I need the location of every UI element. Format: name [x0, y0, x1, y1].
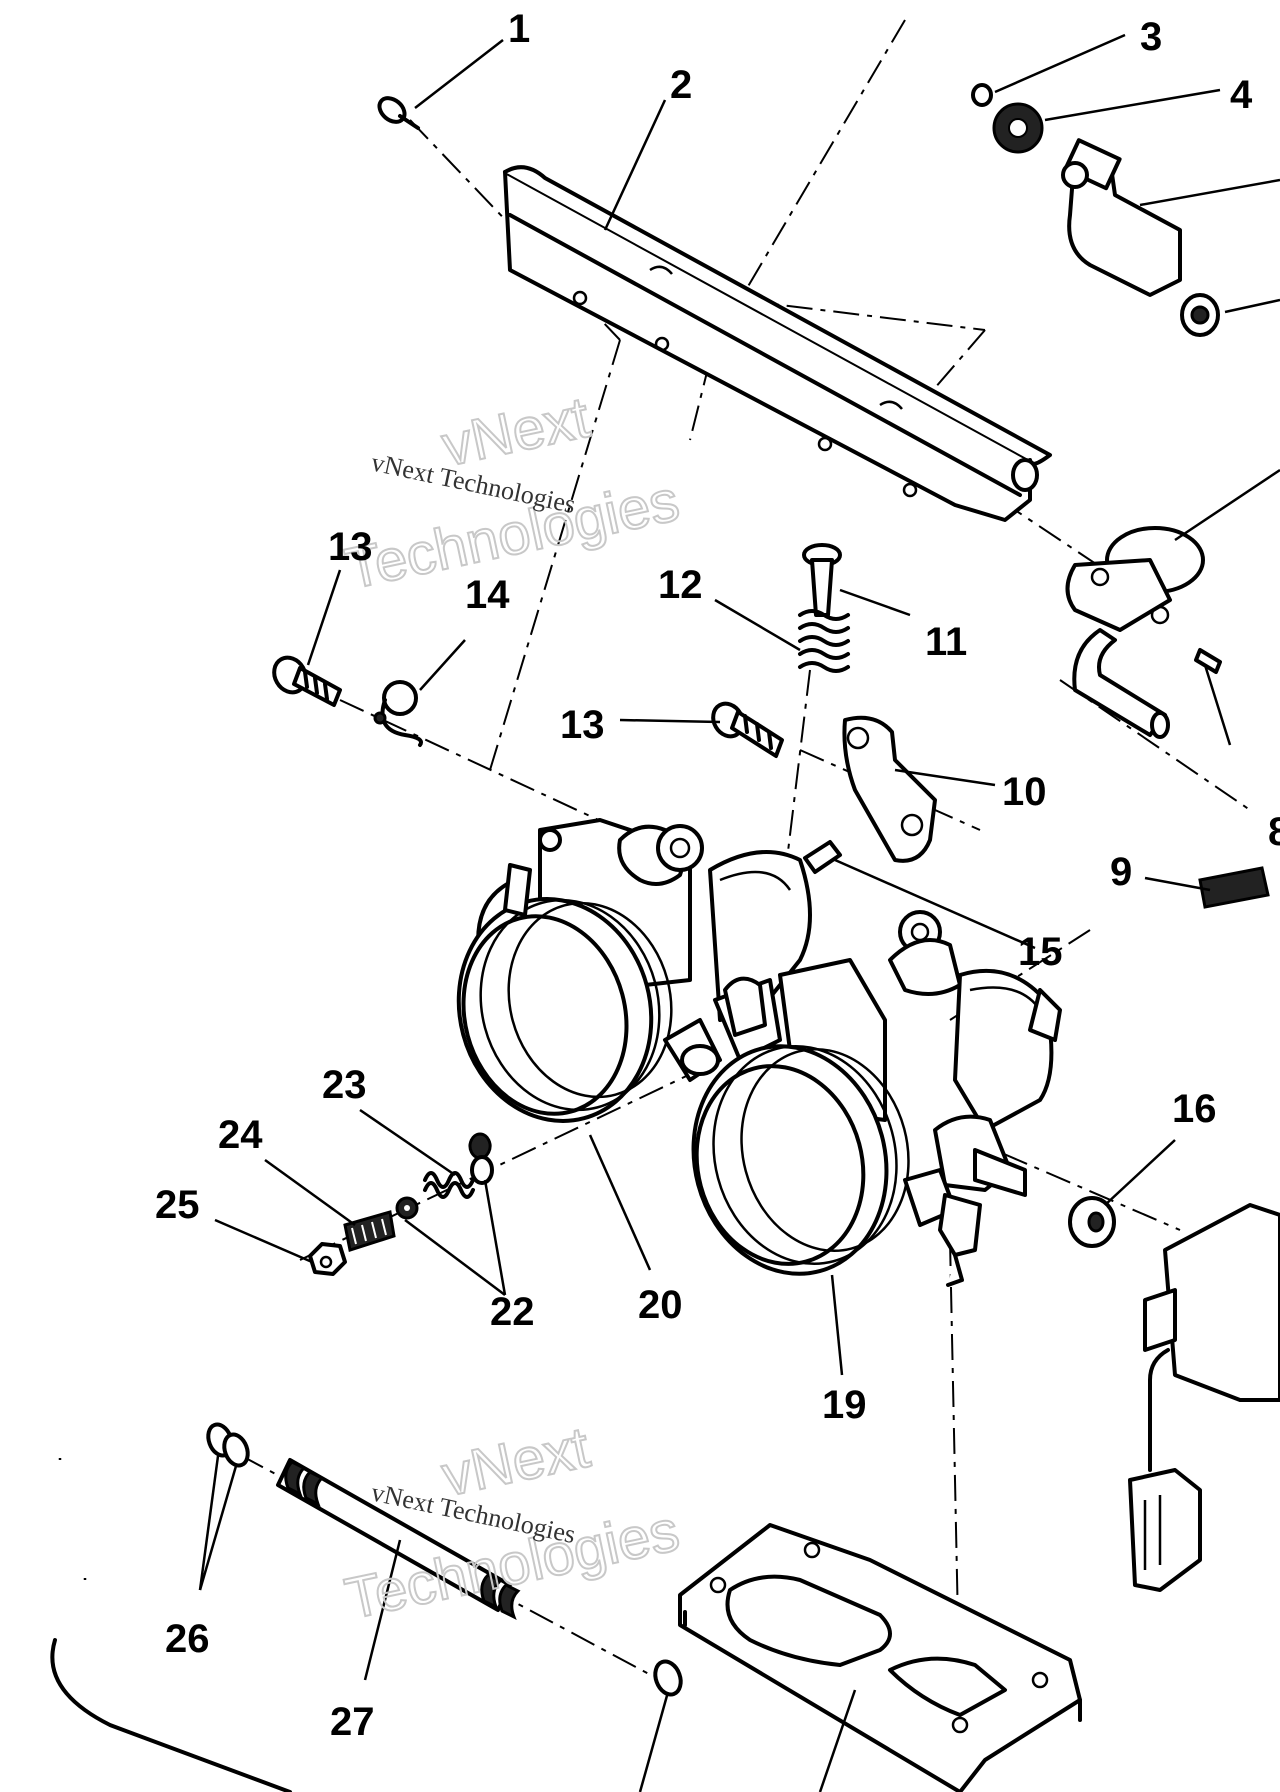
coupling-shaft	[206, 1422, 683, 1697]
throttle-body-rear	[456, 818, 812, 1123]
pivot-pin	[1198, 866, 1270, 909]
throttle-position-sensor	[1128, 1203, 1280, 1592]
idle-screw-spring	[798, 543, 850, 673]
hose-outline	[50, 1458, 292, 1792]
callout-20: 20	[638, 1283, 683, 1327]
callout-12: 12	[658, 563, 703, 607]
callout-25: 25	[155, 1183, 200, 1227]
callout-19: 19	[822, 1383, 867, 1427]
callout-13-upper: 13	[328, 525, 373, 569]
callout-27: 27	[330, 1700, 375, 1744]
mounting-plate	[678, 1523, 1082, 1792]
idle-stop-hardware	[308, 1132, 494, 1276]
throttle-body-front	[691, 910, 1062, 1287]
callout-26: 26	[165, 1617, 210, 1661]
callout-4: 4	[1230, 73, 1253, 117]
callout-11: 11	[925, 620, 967, 664]
fuel-injector	[971, 83, 1220, 337]
callout-15: 15	[1018, 930, 1063, 974]
callout-3: 3	[1140, 15, 1162, 59]
callout-24: 24	[218, 1113, 263, 1157]
pressure-regulator	[1065, 526, 1222, 739]
link-screw-and-clip	[272, 655, 423, 747]
callout-1: 1	[508, 7, 530, 51]
throttle-bracket	[842, 715, 937, 863]
callout-9: 9	[1110, 850, 1132, 894]
callout-16: 16	[1172, 1087, 1217, 1131]
rail-screw	[377, 96, 420, 130]
sensor-washer	[1068, 1196, 1116, 1248]
callout-8: 8	[1268, 810, 1280, 854]
callout-14: 14	[465, 573, 510, 617]
callout-13-center: 13	[560, 703, 605, 747]
callout-23: 23	[322, 1063, 367, 1107]
callout-labels: 1 2 3 4 8 9 10 11 12 13 13 14 15 16 19 2…	[155, 7, 1280, 1744]
callout-leader-lines	[198, 33, 1280, 1792]
fuel-rail	[503, 165, 1052, 522]
callout-2: 2	[670, 63, 692, 107]
callout-22: 22	[490, 1290, 535, 1334]
callout-10: 10	[1002, 770, 1047, 814]
dowel-pin	[803, 840, 842, 874]
bracket-screw	[711, 701, 784, 758]
